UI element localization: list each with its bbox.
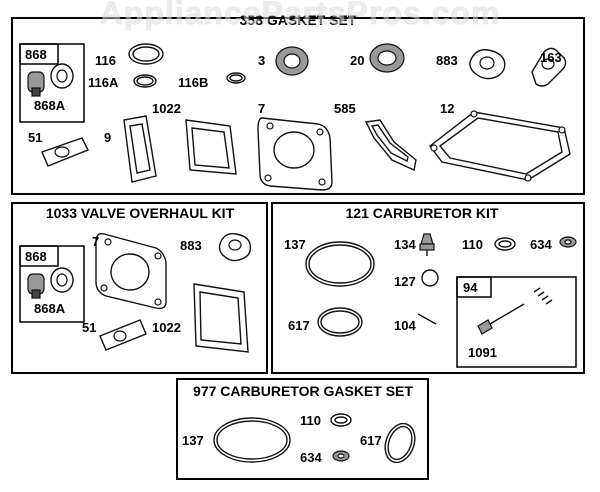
carb-kit-label-94: 94 [463, 280, 478, 295]
oring-617-icon [384, 422, 416, 464]
carb-gasket-set-frame [176, 378, 429, 480]
watermark-text: AppliancePartsPros.com [100, 0, 501, 31]
oring-137-icon [213, 417, 291, 463]
gasket-585-icon [364, 119, 417, 172]
valve-kit-label-883: 883 [180, 238, 202, 253]
gasket-set-label-3: 3 [258, 53, 265, 68]
gasket-set-label-7: 7 [258, 101, 265, 116]
carburetor-gasket-set: 977 CARBURETOR GASKET SET 137 110 617 63… [176, 378, 429, 480]
carb-kit-label-134: 134 [394, 237, 416, 252]
gasket-set-label-1022: 1022 [152, 101, 181, 116]
oring-116b-icon [226, 72, 246, 84]
gasket-51-icon [99, 319, 147, 351]
seal-634-icon [559, 236, 577, 248]
carb-gasket-set-label-137: 137 [182, 433, 204, 448]
gasket-1022-icon [193, 283, 249, 353]
carb-gasket-set-label-110: 110 [300, 413, 321, 428]
carb-kit-label-127: 127 [394, 274, 416, 289]
gasket-set-label-20: 20 [350, 53, 364, 68]
gasket-set-kit: 358 GASKET SET 868 868A 116 116A 116 [11, 12, 585, 195]
gasket-set-label-116b: 116B [178, 75, 208, 90]
valve-seal-icon [27, 267, 74, 299]
gasket-set-label-585: 585 [334, 101, 356, 116]
gasket-set-label-116: 116 [95, 53, 116, 68]
valve-kit-label-868: 868 [25, 249, 47, 264]
carb-kit-label-1091: 1091 [468, 345, 497, 360]
carb-kit-title: 121 CARBURETOR KIT [346, 205, 499, 221]
valve-kit-subbox-tab [19, 245, 59, 267]
gasket-set-label-9: 9 [104, 130, 111, 145]
gasket-set-label-51: 51 [28, 130, 42, 145]
valve-kit-frame [11, 202, 268, 374]
pin-104-icon [417, 313, 437, 325]
seal-634-icon [332, 450, 350, 462]
carb-kit-label-617: 617 [288, 318, 310, 333]
carb-kit-subbox-tab [456, 276, 492, 298]
gasket-51-icon [41, 137, 89, 167]
crankcase-gasket-12-icon [429, 110, 571, 182]
gasket-9-icon [123, 115, 157, 183]
carb-kit-subbox [456, 276, 577, 368]
valve-kit-label-51: 51 [82, 320, 96, 335]
head-gasket-7-icon [95, 232, 167, 310]
gasket-set-subbox-tab [19, 43, 59, 65]
gasket-set-label-12: 12 [440, 101, 454, 116]
washer-110-icon [330, 413, 352, 427]
mixture-screw-1091-icon [477, 287, 553, 335]
head-gasket-7-icon [257, 117, 333, 191]
carb-gasket-set-label-617: 617 [360, 433, 382, 448]
gasket-set-title: 358 GASKET SET [240, 12, 357, 28]
oring-137-icon [305, 241, 375, 287]
valve-kit-title: 1033 VALVE OVERHAUL KIT [46, 205, 235, 221]
gasket-1022-icon [185, 119, 237, 175]
oring-617-icon [317, 307, 363, 337]
valve-kit-label-1022: 1022 [152, 320, 181, 335]
carb-kit-frame [271, 202, 585, 374]
needle-valve-134-icon [419, 233, 435, 256]
gasket-set-label-868: 868 [25, 47, 47, 62]
oring-116a-icon [133, 74, 157, 88]
oring-127-icon [421, 269, 439, 287]
oil-seal-3-icon [275, 46, 309, 76]
gasket-883-icon [469, 49, 506, 80]
gasket-883-icon [218, 233, 252, 262]
carb-gasket-set-title: 977 CARBURETOR GASKET SET [193, 383, 413, 399]
carburetor-kit: 121 CARBURETOR KIT 137 134 110 634 127 [271, 202, 585, 374]
carb-gasket-set-label-634: 634 [300, 450, 322, 465]
valve-kit-label-7: 7 [92, 234, 99, 249]
carb-kit-label-110: 110 [462, 237, 483, 252]
oil-seal-20-icon [369, 43, 405, 73]
gasket-set-label-883: 883 [436, 53, 458, 68]
valve-overhaul-kit: 1033 VALVE OVERHAUL KIT 868 868A 7 883 [11, 202, 268, 374]
carb-kit-label-104: 104 [394, 318, 416, 333]
valve-kit-label-868a: 868A [34, 301, 66, 316]
gasket-set-label-116a: 116A [88, 75, 119, 90]
carb-kit-label-634: 634 [530, 237, 552, 252]
washer-110-icon [494, 237, 516, 251]
gasket-set-frame [11, 17, 585, 195]
valve-seal-icon [27, 63, 74, 97]
oring-116-icon [128, 43, 164, 65]
carb-kit-label-137: 137 [284, 237, 306, 252]
gasket-set-label-163: 163 [540, 50, 562, 65]
gasket-163-icon [531, 47, 567, 87]
gasket-set-label-868a: 868A [34, 98, 66, 113]
